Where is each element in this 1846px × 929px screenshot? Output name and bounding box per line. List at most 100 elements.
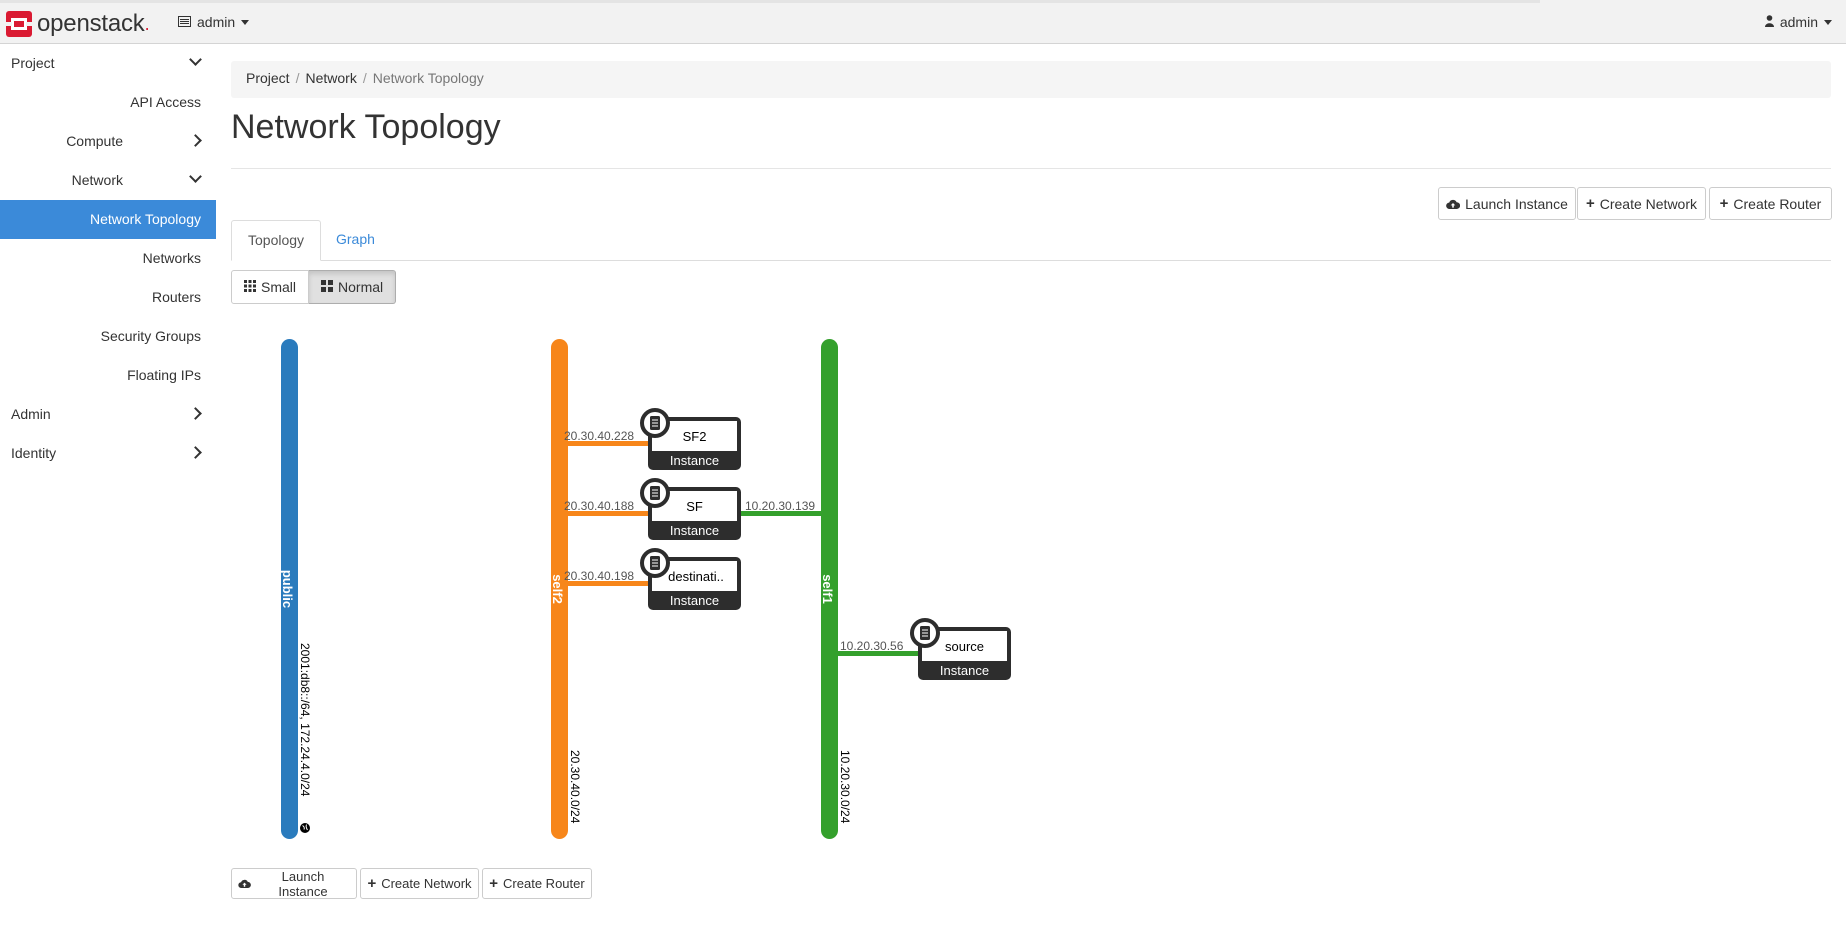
- port-ip-label: 10.20.30.139: [745, 499, 815, 513]
- project-switcher-dropdown[interactable]: admin: [178, 14, 250, 30]
- launch-instance-label: Launch Instance: [1465, 195, 1568, 212]
- instance-node-sf[interactable]: SF Instance: [640, 478, 741, 540]
- network-cidr-label: 10.20.30.0/24: [838, 750, 852, 824]
- sidebar-item-label: Network: [71, 172, 123, 188]
- brand-logo-link[interactable]: openstack.: [5, 10, 150, 38]
- network-self2[interactable]: self2 20.30.40.0/24: [550, 339, 582, 839]
- create-network-label: Create Network: [381, 876, 472, 891]
- sidebar-item-label: Project: [11, 55, 55, 71]
- project-list-icon: [178, 14, 191, 30]
- sidebar-item-label: Admin: [11, 406, 51, 422]
- port-link[interactable]: [556, 441, 650, 446]
- user-menu-label: admin: [1779, 14, 1818, 30]
- create-router-label: Create Router: [1733, 195, 1822, 212]
- network-bar[interactable]: [821, 339, 838, 839]
- normal-size-label: Normal: [338, 279, 384, 295]
- sidebar-item-network[interactable]: Network: [0, 161, 216, 200]
- create-network-button-bottom[interactable]: + Create Network: [360, 868, 479, 899]
- create-network-button[interactable]: + Create Network: [1577, 187, 1706, 220]
- sidebar-item-security-groups[interactable]: Security Groups: [0, 317, 216, 356]
- caret-down-icon: [241, 19, 250, 25]
- port-link[interactable]: [740, 511, 825, 516]
- network-self1[interactable]: self1 10.20.30.0/24: [820, 339, 852, 839]
- tab-topology[interactable]: Topology: [231, 220, 322, 261]
- instance-name: source: [945, 639, 984, 654]
- launch-instance-button-bottom[interactable]: Launch Instance: [231, 868, 357, 899]
- network-bar[interactable]: [551, 339, 568, 839]
- plus-icon: +: [489, 875, 499, 892]
- network-name-label: public: [280, 570, 295, 608]
- create-router-label: Create Router: [503, 876, 585, 891]
- grid-large-icon: [321, 279, 334, 295]
- top-accent-line: [0, 0, 1540, 3]
- breadcrumb-separator: /: [362, 70, 367, 86]
- instance-type-label: Instance: [670, 453, 719, 468]
- user-menu-dropdown[interactable]: admin: [1764, 14, 1832, 30]
- sidebar-item-compute[interactable]: Compute: [0, 122, 216, 161]
- openstack-logo-icon: [5, 10, 33, 38]
- port-link[interactable]: [835, 651, 920, 656]
- sidebar-item-routers[interactable]: Routers: [0, 278, 216, 317]
- create-router-button[interactable]: + Create Router: [1709, 187, 1832, 220]
- instance-name: SF2: [683, 429, 707, 444]
- user-icon: [1764, 14, 1774, 30]
- normal-size-button[interactable]: Normal: [309, 270, 397, 304]
- instance-node-destination[interactable]: destinati.. Instance: [640, 548, 741, 610]
- sidebar: Project API Access Compute Network Netwo…: [0, 44, 216, 473]
- top-navbar: openstack. admin admin: [0, 0, 1846, 44]
- breadcrumb-project-link[interactable]: Project: [246, 70, 290, 86]
- sidebar-item-label: Security Groups: [100, 328, 201, 344]
- launch-instance-button[interactable]: Launch Instance: [1438, 187, 1576, 220]
- breadcrumb-current: Network Topology: [372, 70, 484, 86]
- breadcrumb-network-link[interactable]: Network: [305, 70, 357, 86]
- small-size-button[interactable]: Small: [231, 270, 310, 304]
- network-bar[interactable]: [281, 339, 298, 839]
- title-divider: [231, 168, 1831, 169]
- port-link[interactable]: [556, 581, 650, 586]
- plus-icon: +: [1585, 195, 1595, 212]
- sidebar-item-identity[interactable]: Identity: [0, 434, 216, 473]
- sidebar-item-api-access[interactable]: API Access: [0, 83, 216, 122]
- port-ip-label: 10.20.30.56: [840, 639, 904, 653]
- server-icon: [640, 408, 670, 438]
- grid-small-icon: [244, 279, 256, 295]
- instance-type-label: Instance: [670, 593, 719, 608]
- network-cidr-label: 2001:db8::/64, 172.24.4.0/24: [298, 643, 312, 797]
- sidebar-item-networks[interactable]: Networks: [0, 239, 216, 278]
- create-router-button-bottom[interactable]: + Create Router: [482, 868, 592, 899]
- caret-down-icon: [1824, 19, 1832, 25]
- cloud-upload-icon: [238, 876, 251, 891]
- breadcrumb-separator: /: [295, 70, 300, 86]
- sidebar-item-label: API Access: [130, 94, 201, 110]
- small-size-label: Small: [261, 279, 297, 295]
- sidebar-item-label: Network Topology: [89, 211, 201, 227]
- sidebar-item-network-topology[interactable]: Network Topology: [0, 200, 216, 239]
- port-ip-label: 20.30.40.198: [564, 569, 634, 583]
- instance-node-sf2[interactable]: SF2 Instance: [640, 408, 741, 470]
- network-name-label: self1: [820, 574, 835, 604]
- network-cidr-label: 20.30.40.0/24: [568, 750, 582, 824]
- brand-dot: .: [144, 13, 150, 34]
- create-network-label: Create Network: [1599, 195, 1698, 212]
- launch-instance-label: Launch Instance: [278, 868, 328, 899]
- sidebar-item-label: Floating IPs: [127, 367, 201, 383]
- globe-icon: [300, 823, 310, 833]
- sidebar-item-admin[interactable]: Admin: [0, 395, 216, 434]
- instance-type-label: Instance: [670, 523, 719, 538]
- instance-node-source[interactable]: source Instance: [910, 618, 1011, 680]
- port-ip-label: 20.30.40.188: [564, 499, 634, 513]
- network-public[interactable]: public 2001:db8::/64, 172.24.4.0/24: [280, 339, 312, 839]
- port-ip-label: 20.30.40.228: [564, 429, 634, 443]
- sidebar-item-floating-ips[interactable]: Floating IPs: [0, 356, 216, 395]
- network-name-label: self2: [550, 574, 565, 604]
- instance-name: destinati..: [668, 569, 724, 584]
- plus-icon: +: [1719, 195, 1729, 212]
- sidebar-item-project[interactable]: Project: [0, 44, 216, 83]
- project-switcher-label: admin: [197, 14, 236, 30]
- sidebar-item-label: Identity: [11, 445, 57, 461]
- port-link[interactable]: [556, 511, 650, 516]
- sidebar-item-label: Networks: [142, 250, 201, 266]
- tab-graph[interactable]: Graph: [336, 231, 375, 247]
- brand-name: openstack: [37, 10, 145, 37]
